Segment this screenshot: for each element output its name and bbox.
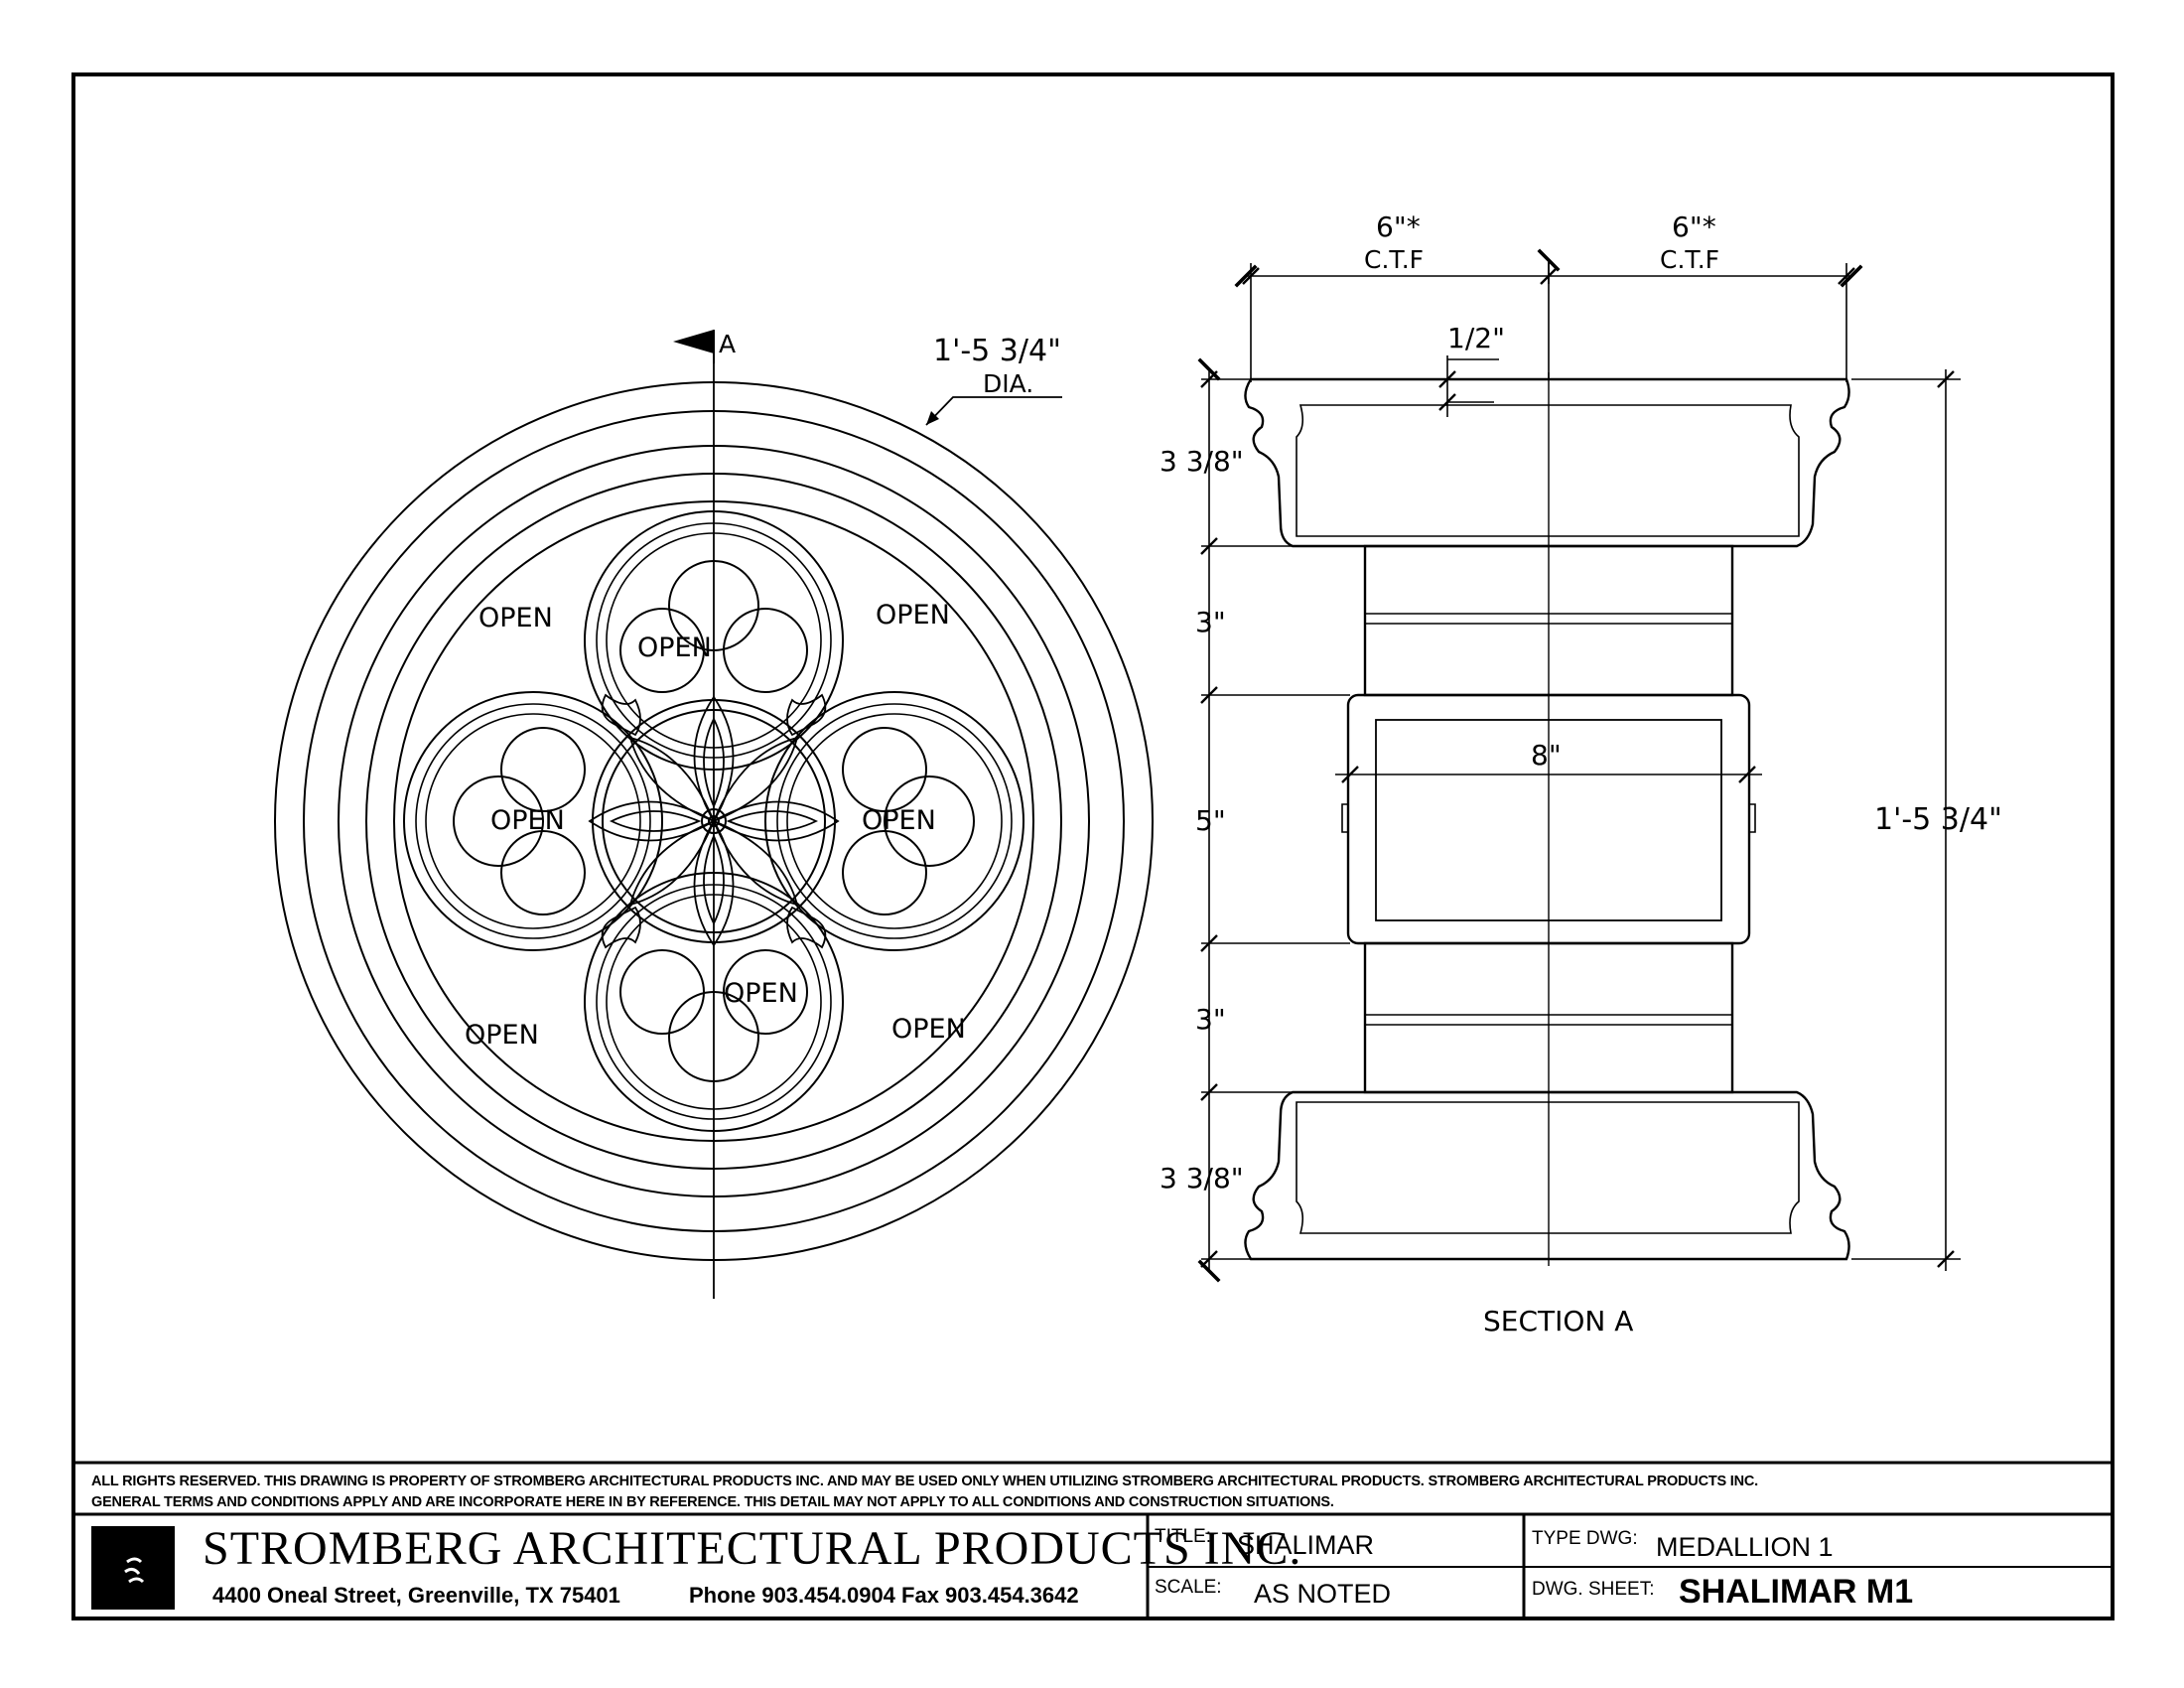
dim-top-flange: 3 3/8" (1160, 445, 1244, 478)
leaf-ornaments (601, 693, 827, 949)
title-value: SHALIMAR (1237, 1530, 1375, 1560)
diameter-note: DIA. (983, 369, 1033, 398)
diameter-leader-arrow (926, 411, 939, 425)
bottom-flange-inner (1296, 1101, 1800, 1234)
open-label-right-lobe: OPEN (862, 805, 936, 836)
dim-top-left-value: 6"* (1376, 211, 1421, 243)
section-arrow-icon (673, 330, 714, 353)
dim-inner-width: 8" (1531, 739, 1562, 772)
dim-top-right-value: 6"* (1672, 211, 1716, 243)
open-label-top-lobe: OPEN (637, 633, 712, 663)
dim-top-right-note: C.T.F (1660, 245, 1719, 274)
type-label: TYPE DWG: (1532, 1528, 1638, 1549)
dim-top-left-note: C.T.F (1364, 245, 1424, 274)
section-a-view (1244, 372, 1850, 1266)
open-label-upper-right: OPEN (876, 600, 950, 631)
company-contact: Phone 903.454.0904 Fax 903.454.3642 (689, 1583, 1079, 1608)
diameter-leader (925, 396, 1062, 426)
top-flange (1244, 377, 1850, 548)
company-logo (91, 1526, 175, 1610)
trefoil-left (453, 727, 586, 915)
dim-upper-neck: 3" (1195, 606, 1226, 638)
trefoil-right (842, 727, 975, 915)
company-name: STROMBERG ARCHITECTURAL PRODUCTS INC. (203, 1522, 1302, 1575)
logo-mark-icon (124, 1557, 145, 1584)
company-address: 4400 Oneal Street, Greenville, TX 75401 (212, 1583, 620, 1608)
section-marker-label: A (719, 330, 736, 358)
scale-label: SCALE: (1155, 1577, 1222, 1598)
scale-value: AS NOTED (1254, 1579, 1392, 1609)
open-label-lower-left: OPEN (465, 1020, 539, 1051)
dim-overall-height: 1'-5 3/4" (1874, 802, 2002, 837)
disclaimer: ALL RIGHTS RESERVED. THIS DRAWING IS PRO… (91, 1472, 2107, 1513)
dim-center-body: 5" (1195, 804, 1226, 837)
sheet-label: DWG. SHEET: (1532, 1579, 1655, 1600)
top-flange-inner (1296, 404, 1800, 537)
open-label-bottom-lobe: OPEN (724, 978, 798, 1009)
dim-bottom-flange: 3 3/8" (1160, 1162, 1244, 1195)
open-label-lower-right: OPEN (891, 1014, 966, 1045)
medallion-plan-view (274, 330, 1154, 1299)
bottom-flange (1244, 1090, 1850, 1261)
sheet-value: SHALIMAR M1 (1679, 1573, 1914, 1611)
section-caption: SECTION A (1483, 1305, 1633, 1337)
open-label-left-lobe: OPEN (490, 805, 565, 836)
dim-lip: 1/2" (1447, 322, 1505, 354)
dim-lower-neck: 3" (1195, 1003, 1226, 1036)
type-value: MEDALLION 1 (1656, 1532, 1834, 1562)
section-dimensions (1197, 248, 1961, 1283)
disclaimer-line-1: ALL RIGHTS RESERVED. THIS DRAWING IS PRO… (91, 1474, 1758, 1489)
dimension-ticks (1200, 267, 1955, 1268)
disclaimer-line-2: GENERAL TERMS AND CONDITIONS APPLY AND A… (91, 1494, 1334, 1510)
diameter-dimension: 1'-5 3/4" (933, 334, 1061, 368)
sheet-border (71, 72, 2115, 1620)
title-label: TITLE: (1155, 1526, 1212, 1547)
open-label-upper-left: OPEN (478, 603, 553, 633)
